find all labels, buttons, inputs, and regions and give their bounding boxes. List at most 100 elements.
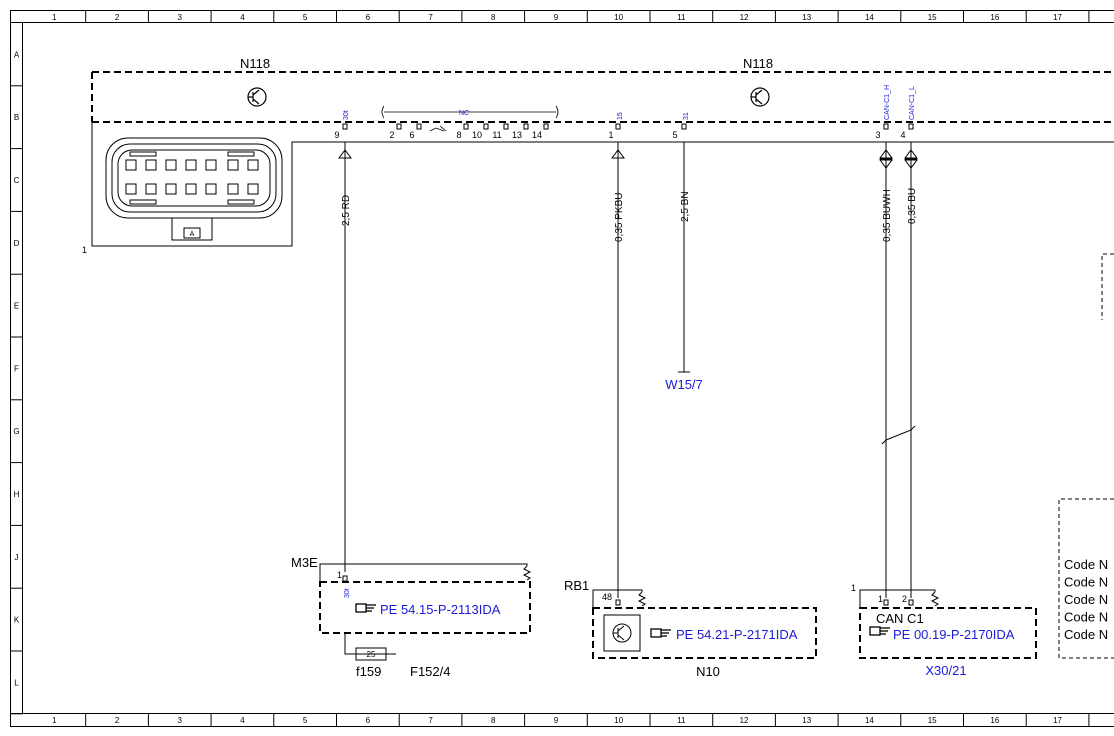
pin-5-signal: 31 [683, 112, 690, 120]
grid-row-label: L [14, 678, 19, 687]
grid-column-label: 12 [740, 716, 749, 725]
grid-column-label: 4 [240, 716, 245, 725]
code-entry: Code N [1064, 627, 1108, 642]
grid-column-label: 8 [491, 716, 496, 725]
pin-5: 5 [672, 130, 677, 140]
pin-14: 14 [532, 130, 542, 140]
twist-marker [881, 425, 916, 445]
code-entry: Code N [1064, 575, 1108, 590]
wire-label-5: 0,35 BU [907, 188, 918, 224]
grid-column-label: 7 [428, 13, 433, 22]
code-entry: Code N [1064, 592, 1108, 607]
grid-column-label: 3 [178, 13, 183, 22]
nc-bracket [381, 105, 559, 132]
grid-column-label: 11 [677, 716, 686, 725]
grid-column-label: 17 [1053, 13, 1062, 22]
control-unit-icon [603, 614, 641, 652]
pin-3: 3 [875, 130, 880, 140]
pin-9-signal: 30t [343, 110, 350, 120]
module-name-left: N118 [240, 56, 270, 71]
grid-column-label: 2 [115, 716, 120, 725]
connector-plug-label: A [190, 231, 195, 238]
code-list: Code N Code N Code N Code N Code N [1064, 557, 1108, 642]
can-component-link[interactable]: X30/21 [925, 663, 966, 678]
connector-number: 1 [82, 245, 87, 255]
grid-row-label: C [14, 176, 20, 185]
grid-column-label: 15 [928, 716, 937, 725]
module-name-right: N118 [743, 56, 773, 71]
grid-column-label: 1 [52, 716, 57, 725]
m3e-pin: 1 [337, 570, 342, 580]
fuse-label: f159 [356, 664, 381, 679]
grid-column-label: 16 [990, 13, 999, 22]
code-entry: Code N [1064, 610, 1108, 625]
m3e-reference-link[interactable]: PE 54.15-P-2113IDA [380, 602, 501, 617]
grid-row-label: K [14, 616, 20, 625]
pin-1-signal: 15 [617, 112, 624, 120]
rb1-dashed-box [592, 607, 817, 659]
wire-label-3: 2,5 BN [680, 191, 691, 222]
m3e-dashed-box [319, 581, 531, 634]
wire-label-4: 0,35 BUWH [882, 189, 893, 242]
pin-9: 9 [334, 130, 339, 140]
fuse-box-label: F152/4 [410, 664, 450, 679]
can-pin-2: 2 [902, 594, 907, 604]
pin-labels: 9 30t 2 6 8 10 11 13 14 1 15 5 31 3 CAN-… [334, 85, 916, 140]
grid-column-label: 14 [865, 716, 874, 725]
grid-column-label: 17 [1053, 716, 1062, 725]
can-title: CAN C1 [876, 611, 924, 626]
pin-4: 4 [900, 130, 905, 140]
grid-column-label: 10 [614, 13, 623, 22]
grid-column-label: 13 [802, 716, 811, 725]
m3e-pin-signal: 30t [344, 588, 351, 598]
pin-4-signal: CAN-C1_L [909, 86, 916, 120]
grid-column-label: 6 [366, 716, 371, 725]
rb1-component: N10 [696, 664, 720, 679]
grid-column-label: 6 [366, 13, 371, 22]
can-reference-link[interactable]: PE 00.19-P-2170IDA [893, 627, 1015, 642]
grid-column-label: 11 [677, 13, 686, 22]
grid-column-label: 9 [554, 716, 559, 725]
grid-column-label: 10 [614, 716, 623, 725]
grid-column-label: 5 [303, 13, 308, 22]
grid-column-label: 16 [990, 716, 999, 725]
splice-markers [338, 149, 918, 169]
grid-row-label: B [14, 113, 19, 122]
grid-column-label: 3 [178, 716, 183, 725]
wire-lines [344, 142, 912, 598]
ground-label[interactable]: W15/7 [665, 377, 703, 392]
hand-pointer-icon [869, 626, 890, 636]
wire-label-2: 0,35 PKBU [614, 193, 625, 242]
fuse-wire [344, 633, 396, 661]
grid-row-label: F [14, 364, 19, 373]
pin-contacts [342, 123, 914, 130]
grid-column-label: 4 [240, 13, 245, 22]
grid-column-label: 1 [52, 13, 57, 22]
grid-row-label: G [13, 427, 19, 436]
grid-column-label: 13 [802, 13, 811, 22]
grid-column-label: 2 [115, 13, 120, 22]
pin-1: 1 [608, 130, 613, 140]
pin-6: 6 [409, 130, 414, 140]
right-edge-partial-box [1058, 253, 1114, 659]
pin-3-signal: CAN-C1_H [884, 85, 891, 120]
grid-row-label: A [14, 50, 20, 59]
grid-column-label: 7 [428, 716, 433, 725]
pin-11: 11 [492, 130, 501, 140]
rb1-block [592, 589, 647, 608]
hand-pointer-icon [355, 603, 376, 613]
grid-column-label: 5 [303, 716, 308, 725]
code-entry: Code N [1064, 557, 1108, 572]
grid-column-label: 9 [554, 13, 559, 22]
module-n118-box [91, 71, 1114, 123]
grid-column-label: 12 [740, 13, 749, 22]
control-unit-icon [750, 87, 770, 107]
pin-13: 13 [512, 130, 522, 140]
rb1-reference-link[interactable]: PE 54.21-P-2171IDA [676, 627, 798, 642]
hand-pointer-icon [650, 628, 671, 638]
grid-row-label: J [15, 553, 19, 562]
frame [10, 10, 1114, 727]
